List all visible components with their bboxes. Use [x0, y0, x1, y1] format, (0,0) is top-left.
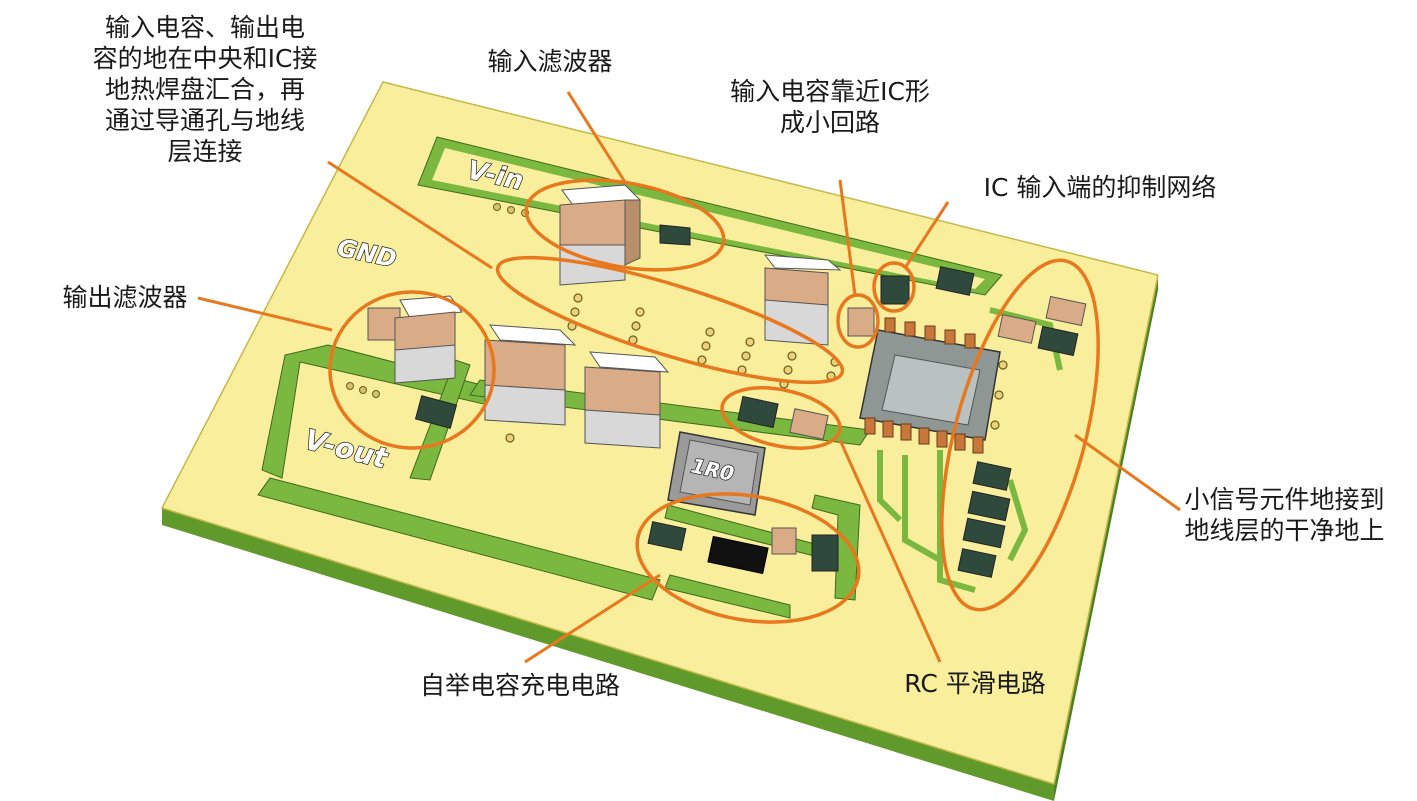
- leader-lines: [197, 91, 1181, 664]
- output-cap-pair: [484, 324, 670, 449]
- ic-chip: [859, 317, 1001, 454]
- small-signal-components: [935, 266, 1087, 578]
- output-filter-caps: [367, 295, 463, 429]
- highlight-input-cap-loop: [836, 293, 880, 349]
- annotation-input-filter: 输入滤波器: [487, 47, 613, 76]
- annotation-bootstrap: 自举电容充电电路: [419, 671, 620, 700]
- highlight-bootstrap: [635, 492, 861, 624]
- bootstrap-components: [647, 521, 839, 575]
- highlight-small-signal: [940, 258, 1100, 612]
- highlight-ic-suppression: [872, 261, 916, 313]
- ground-vias: [505, 293, 1008, 443]
- board-side-right: [1054, 275, 1158, 801]
- highlight-rc-smoothing: [720, 386, 842, 450]
- annotation-input-cap-loop: 输入电容靠近IC形 成小回路: [730, 77, 930, 137]
- annotation-ic-suppression: IC 输入端的抑制网络: [983, 173, 1217, 202]
- board-side: [162, 508, 1054, 801]
- annotation-small-signal-ground: 小信号元件地接到 地线层的干净地上: [1184, 485, 1385, 545]
- highlight-input-filter: [524, 178, 726, 272]
- rc-components: [737, 395, 829, 440]
- highlight-output-filter: [328, 290, 496, 450]
- signal-traces: [877, 307, 1063, 593]
- input-cap-loop-small: [847, 307, 875, 337]
- highlight-ground-merge: [495, 255, 845, 385]
- annotation-output-filter: 输出滤波器: [62, 283, 188, 312]
- input-cap-small: [659, 224, 691, 246]
- suppression-cap: [880, 275, 910, 305]
- input-cap-near-ic-large: [763, 254, 842, 346]
- annotation-rc-smoothing: RC 平滑电路: [904, 669, 1046, 698]
- annotation-ground-merge: 输入电容、输出电 容的地在中央和IC接 地热焊盘汇合，再 通过导通孔与地线 层连…: [92, 13, 318, 166]
- highlight-ellipses: [328, 178, 1100, 624]
